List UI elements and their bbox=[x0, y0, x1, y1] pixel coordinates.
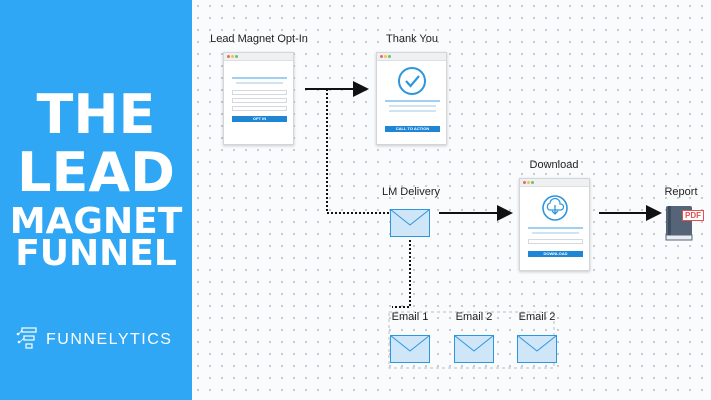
thankyou-label: Thank You bbox=[386, 33, 438, 45]
report-book-icon[interactable]: PDF bbox=[662, 202, 704, 244]
cloud-download-icon bbox=[542, 195, 568, 221]
email3-envelope-icon[interactable] bbox=[517, 335, 557, 363]
brand-name: FUNNELYTICS bbox=[46, 331, 173, 348]
funnelytics-logo-icon bbox=[16, 327, 37, 349]
dotted-optin-lmdelivery bbox=[326, 89, 390, 214]
optin-label: Lead Magnet Opt-In bbox=[210, 33, 308, 45]
email1-label: Email 1 bbox=[391, 311, 429, 323]
book-icon bbox=[665, 206, 693, 241]
brand: FUNNELYTICS bbox=[16, 326, 172, 354]
pdf-badge: PDF bbox=[682, 210, 704, 221]
email2-envelope-icon[interactable] bbox=[454, 335, 494, 363]
download-button[interactable]: DOWNLOAD bbox=[528, 251, 583, 257]
report-label: Report bbox=[664, 186, 698, 198]
email3-label: Email 2 bbox=[518, 311, 556, 323]
email1-envelope-icon[interactable] bbox=[390, 335, 430, 363]
title-line-4: FUNNEL bbox=[15, 233, 177, 274]
title-line-2: LEAD bbox=[17, 141, 175, 204]
thankyou-page[interactable]: CALL TO ACTION bbox=[376, 52, 447, 145]
title-panel: THE LEAD MAGNET FUNNEL FUNNELYTICS bbox=[0, 0, 192, 400]
optin-page[interactable]: OPT IN bbox=[223, 52, 294, 145]
optin-button[interactable]: OPT IN bbox=[232, 116, 287, 122]
checkmark-icon bbox=[398, 67, 426, 95]
diagram-canvas: Lead Magnet Opt-In OPT IN Thank You CALL… bbox=[192, 0, 711, 400]
lmdelivery-envelope-icon[interactable] bbox=[390, 209, 430, 237]
email2-label: Email 2 bbox=[455, 311, 493, 323]
dotted-lmdelivery-email1 bbox=[392, 240, 411, 308]
thankyou-button[interactable]: CALL TO ACTION bbox=[385, 126, 440, 132]
title-line-1: THE bbox=[36, 83, 156, 146]
title-line-3: MAGNET bbox=[9, 201, 183, 242]
download-label: Download bbox=[529, 159, 579, 171]
lmdelivery-label: LM Delivery bbox=[381, 186, 441, 198]
download-page[interactable]: DOWNLOAD bbox=[519, 178, 590, 271]
